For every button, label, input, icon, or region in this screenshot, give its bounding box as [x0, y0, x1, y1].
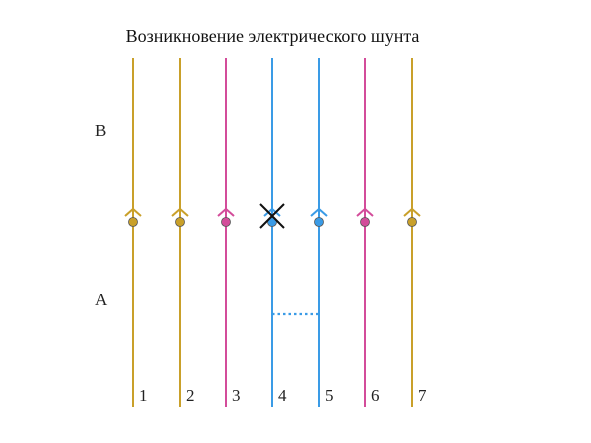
chevron-junction-icon: [217, 207, 235, 217]
chevron-junction-icon: [356, 207, 374, 217]
wire-number-7: 7: [418, 386, 427, 405]
cross-icon: [259, 203, 285, 229]
chevron-junction-icon: [263, 207, 281, 217]
wire-number-3: 3: [232, 386, 241, 405]
wire-number-6: 6: [371, 386, 380, 405]
node-5: [314, 217, 324, 227]
node-7: [407, 217, 417, 227]
node-1: [128, 217, 138, 227]
chevron-junction-icon: [124, 207, 142, 217]
chevron-junction-icon: [310, 207, 328, 217]
wire-number-4: 4: [278, 386, 287, 405]
chevron-junction-icon: [403, 207, 421, 217]
wire-number-2: 2: [186, 386, 195, 405]
chevron-junction-icon: [171, 207, 189, 217]
diagram-title: Возникновение электрического шунта: [125, 26, 420, 46]
node-3: [221, 217, 231, 227]
zone-label-upper: B: [95, 121, 107, 140]
zone-label-lower: A: [95, 290, 108, 309]
node-6: [360, 217, 370, 227]
node-2: [175, 217, 185, 227]
node-4: [267, 217, 277, 227]
wire-number-1: 1: [139, 386, 148, 405]
wire-number-5: 5: [325, 386, 334, 405]
